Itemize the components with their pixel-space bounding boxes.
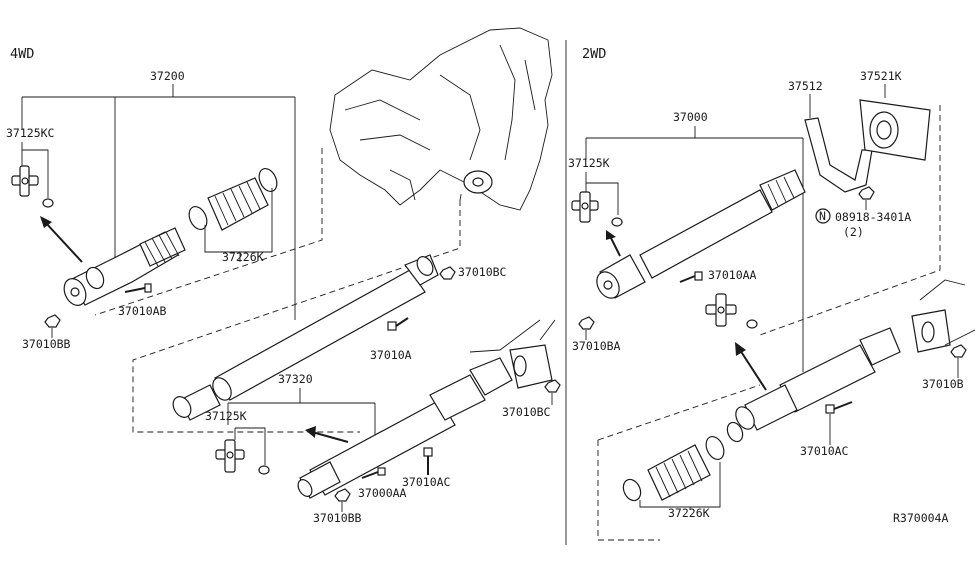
universal-joint-cross-4wd-rear [215,439,245,473]
bolt-37010AA [679,271,703,283]
snap-ring-4wd-front [42,198,54,208]
label-37521K: 37521K [860,69,902,83]
assembly-box-2wd-upper [759,105,941,336]
propeller-shaft-37320 [297,319,556,499]
label-37010BB-bottom: 37010BB [313,511,362,525]
label-37010BC-top: 37010BC [458,265,507,279]
label-37000: 37000 [673,110,708,124]
label-37010BC-bottom: 37010BC [502,405,551,419]
n-marker-circle [815,208,831,224]
callout-37200: 37200 [21,69,296,320]
rear-propeller-shaft-4wd [172,254,439,421]
snap-ring-2wd-upper [611,217,623,227]
label-37125K-2wd: 37125K [568,156,610,170]
arrow-4wd-rear [311,431,349,443]
label-37000AA: 37000AA [358,486,407,500]
universal-joint-cross-2wd-lower [705,293,737,327]
assembly-box-rear-shaft [132,200,461,433]
assembly-box-2wd-lower [597,440,660,541]
bolt-37000AA [361,467,386,479]
label-37010B: 37010B [922,377,964,391]
bolt-37010AB [124,283,152,293]
universal-joint-cross-2wd-upper [571,191,599,223]
nut-37010BC-top [439,266,456,280]
label-37010A: 37010A [370,348,412,362]
snap-ring-2wd-lower [746,319,758,329]
front-propeller-shaft-2wd [596,169,806,299]
nut-37010BB-top [44,314,61,328]
nut-37010BC-bottom [544,379,561,393]
nut-37010BA [578,316,595,330]
label-37010BB-top: 37010BB [22,337,71,351]
label-qty: (2) [843,225,864,239]
transfer-case-illustration [329,27,553,211]
universal-joint-cross-4wd-front [11,165,39,197]
label-37010AC-2wd: 37010AC [800,444,849,458]
rear-propeller-shaft-2wd [735,279,975,431]
arrow-4wd-front [44,221,83,263]
label-08918-3401A: 08918-3401A [835,210,911,224]
label-37010AA: 37010AA [708,268,757,282]
assembly-box-front-shaft [94,148,323,316]
center-bearing-bracket [804,99,931,193]
section-title-2wd: 2WD [582,46,606,62]
label-37010BA: 37010BA [572,339,621,353]
label-37010AC-4wd: 37010AC [402,475,451,489]
nut-08918 [858,186,875,200]
bolt-37010A [387,317,409,331]
label-37200: 37200 [150,69,185,83]
arrow-2wd-upper [609,235,621,257]
n-marker: N [819,209,826,223]
bolt-37010AC-4wd [423,447,433,475]
boot-37226K-2wd [622,421,744,502]
section-title-4wd: 4WD [10,46,34,62]
label-37226K-4wd: 37226K [222,250,264,264]
label-37010AB: 37010AB [118,304,167,318]
label-37125KC: 37125KC [6,126,55,140]
label-37125K-4wd: 37125K [205,409,247,423]
label-37512: 37512 [788,79,823,93]
snap-ring-4wd-rear [258,465,270,475]
front-propeller-shaft [63,227,186,306]
label-37226K-2wd: 37226K [668,506,710,520]
arrow-2wd-lower [739,349,767,391]
nut-37010BB-bottom [334,488,351,502]
nut-37010B [950,344,967,358]
diagram-code: R370004A [893,511,948,525]
boot-37226K-4wd [188,168,278,231]
bolt-37010AC-2wd [825,401,853,414]
label-37320: 37320 [278,372,313,386]
